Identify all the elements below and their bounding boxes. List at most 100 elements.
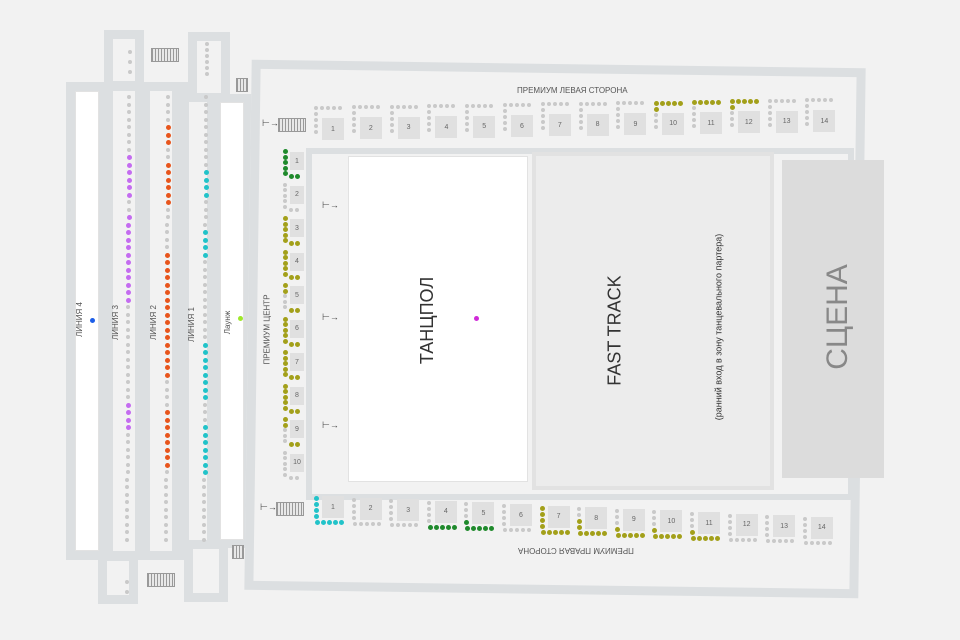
seat[interactable] [283,182,287,187]
seat[interactable] [690,518,694,522]
seat[interactable] [283,389,288,394]
table-top[interactable]: 7 [548,114,571,137]
seat[interactable] [164,410,170,415]
seat[interactable] [671,534,677,540]
seat[interactable] [767,110,772,115]
seat[interactable] [616,101,621,106]
seat[interactable] [125,462,130,467]
seat[interactable] [729,117,734,122]
seat[interactable] [283,171,288,176]
seat[interactable] [503,103,507,107]
seat[interactable] [564,102,569,107]
seat[interactable] [333,520,338,525]
seat[interactable] [205,54,209,58]
seat[interactable] [376,521,381,526]
seat[interactable] [439,524,445,530]
table-top[interactable]: 9 [624,113,647,136]
seat[interactable] [125,447,130,452]
table-bottom[interactable]: 14 [810,516,833,539]
seat[interactable] [715,536,720,541]
seat[interactable] [396,523,401,528]
seat[interactable] [283,193,287,198]
seat[interactable] [205,42,209,46]
seat[interactable] [439,104,444,109]
seat[interactable] [558,102,563,107]
seat[interactable] [427,128,432,133]
seat[interactable] [652,522,657,527]
seat[interactable] [578,125,583,130]
seat[interactable] [321,520,326,525]
seat[interactable] [203,207,208,212]
seat[interactable] [351,123,356,128]
table-top[interactable]: 4 [435,116,458,139]
seat[interactable] [633,532,639,538]
seat[interactable] [654,118,659,123]
seat[interactable] [314,130,318,134]
seat[interactable] [203,335,208,339]
seat[interactable] [652,510,657,515]
seat[interactable] [827,540,832,545]
seat[interactable] [203,177,209,183]
seat[interactable] [202,350,208,355]
seat[interactable] [622,101,627,106]
seat[interactable] [203,297,208,302]
seat[interactable] [295,207,299,212]
seat[interactable] [165,125,171,130]
seat[interactable] [358,521,363,526]
seat[interactable] [823,98,828,103]
seat[interactable] [659,534,665,540]
seat[interactable] [283,355,288,361]
seat[interactable] [126,245,132,250]
seat[interactable] [165,335,171,340]
seat[interactable] [203,110,208,114]
seat[interactable] [165,170,171,175]
seat[interactable] [765,521,770,526]
table-top[interactable]: 8 [586,113,609,136]
seat[interactable] [126,342,130,347]
seat[interactable] [614,508,619,513]
seat[interactable] [283,433,287,438]
seat[interactable] [126,260,132,265]
seat[interactable] [692,112,696,116]
seat[interactable] [125,432,130,437]
seat[interactable] [202,492,207,497]
seat[interactable] [164,522,169,527]
table-bottom[interactable]: 13 [773,515,796,538]
seat[interactable] [426,506,431,511]
seat[interactable] [314,514,319,519]
seat[interactable] [767,116,772,121]
seat[interactable] [165,260,171,265]
seat[interactable] [289,207,293,212]
seat[interactable] [289,375,294,380]
seat[interactable] [202,455,208,460]
seat[interactable] [471,526,477,532]
seat[interactable] [765,533,770,538]
seat[interactable] [539,511,545,517]
seat[interactable] [125,530,130,534]
seat[interactable] [552,529,558,535]
seat[interactable] [515,528,519,532]
seat[interactable] [165,162,171,168]
seat[interactable] [351,497,356,502]
seat[interactable] [502,504,506,508]
seat[interactable] [389,505,394,510]
seat[interactable] [772,539,777,544]
seat[interactable] [202,395,208,400]
seat[interactable] [126,237,132,243]
seat[interactable] [165,230,170,234]
seat[interactable] [125,470,130,474]
seat[interactable] [125,500,130,504]
seat[interactable] [125,455,130,459]
seat[interactable] [295,408,300,414]
seat[interactable] [202,440,208,445]
seat[interactable] [283,204,287,209]
seat[interactable] [445,524,451,530]
seat[interactable] [710,100,715,105]
seat[interactable] [126,222,132,228]
seat[interactable] [692,100,697,105]
seat[interactable] [283,288,288,294]
seat[interactable] [433,524,439,530]
seat[interactable] [727,531,732,536]
seat[interactable] [125,402,131,408]
seat[interactable] [126,117,131,122]
